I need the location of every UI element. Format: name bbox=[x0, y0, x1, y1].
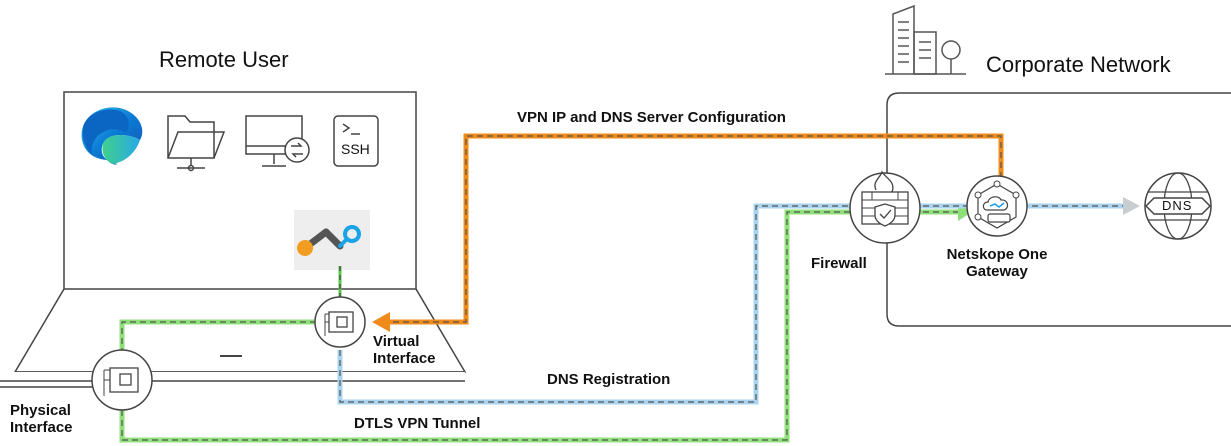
vpn-config-path bbox=[372, 133, 1004, 332]
dns-label: DNS bbox=[1162, 198, 1193, 213]
firewall-node bbox=[849, 170, 921, 244]
dtls-tunnel-label: DTLS VPN Tunnel bbox=[354, 415, 481, 432]
laptop-screen bbox=[63, 91, 417, 290]
dns-registration-label: DNS Registration bbox=[547, 371, 671, 388]
ssh-icon bbox=[333, 115, 379, 167]
netskope-client-icon bbox=[294, 210, 370, 270]
firewall-label: Firewall bbox=[811, 255, 867, 272]
dns-registration-path bbox=[337, 197, 1140, 405]
ssh-label: SSH bbox=[341, 141, 370, 157]
gateway-node bbox=[966, 175, 1028, 237]
dns-globe-icon bbox=[1144, 172, 1212, 240]
virtual-interface-label: Virtual Interface bbox=[373, 333, 436, 367]
vpn-config-label: VPN IP and DNS Server Configuration bbox=[517, 109, 786, 126]
folder-icon bbox=[167, 115, 226, 172]
gateway-label: Netskope One Gateway bbox=[946, 246, 1048, 280]
corporate-network-title: Corporate Network bbox=[986, 52, 1171, 77]
physical-interface-node bbox=[91, 349, 153, 411]
virtual-interface-node bbox=[314, 296, 366, 348]
building-icon bbox=[885, 4, 966, 75]
remote-desktop-icon bbox=[245, 115, 310, 167]
dtls-tunnel-path bbox=[119, 203, 972, 443]
remote-user-title: Remote User bbox=[159, 47, 289, 72]
browser-icon bbox=[81, 107, 143, 165]
physical-interface-label: Physical Interface bbox=[10, 402, 73, 436]
